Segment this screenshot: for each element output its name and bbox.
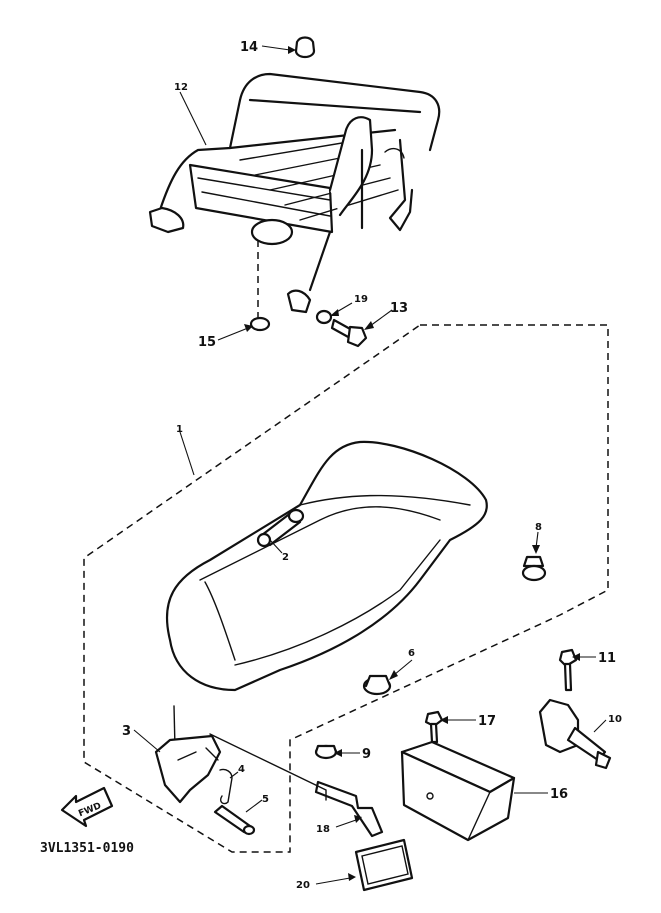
part-14-acorn-nut <box>294 36 316 59</box>
part-6-damper <box>362 674 392 696</box>
part-19-washer <box>315 309 333 325</box>
callout-20: 20 <box>296 880 310 891</box>
part-5-pin <box>213 804 256 836</box>
part-2-grommet-tube <box>256 508 305 548</box>
part-3-seat-hook-bracket <box>154 705 222 804</box>
callout-6: 6 <box>408 648 415 659</box>
callout-17: 17 <box>478 714 496 729</box>
callout-13: 13 <box>390 301 408 316</box>
callout-2: 2 <box>282 552 289 563</box>
part-17-bolt <box>424 710 444 744</box>
part-9-damper <box>314 744 338 760</box>
callout-18: 18 <box>316 824 330 835</box>
part-16-storage-tray <box>400 740 516 842</box>
callout-14: 14 <box>240 40 258 55</box>
part-15-washer <box>249 316 271 332</box>
callout-3: 3 <box>122 724 131 739</box>
rear-carrier-rack <box>148 72 441 314</box>
drawing-code: 3VL1351-0190 <box>40 841 134 856</box>
callout-19: 19 <box>354 294 368 305</box>
seat-assembly-boundary <box>83 324 609 853</box>
seat-cushion <box>165 440 488 692</box>
callout-15: 15 <box>198 335 216 350</box>
forward-arrow-marker: FWD <box>60 786 114 828</box>
callout-16: 16 <box>550 787 568 802</box>
part-13-bolt <box>330 318 368 348</box>
callout-9: 9 <box>362 747 371 762</box>
part-11-bolt <box>558 648 578 692</box>
callout-1: 1 <box>176 424 183 435</box>
part-20-plate <box>354 838 414 892</box>
callout-8: 8 <box>535 522 542 533</box>
callout-5: 5 <box>262 794 269 805</box>
callout-10: 10 <box>608 714 622 725</box>
callout-4: 4 <box>238 764 245 775</box>
hook-rod-line <box>209 733 327 801</box>
part-10-seat-lock <box>538 698 612 770</box>
callout-12: 12 <box>174 82 188 93</box>
part-8-damper <box>521 555 547 582</box>
callout-11: 11 <box>598 651 616 666</box>
leader-lines <box>133 45 607 885</box>
part-4-clip <box>219 768 233 805</box>
part-18-bracket <box>314 780 384 838</box>
